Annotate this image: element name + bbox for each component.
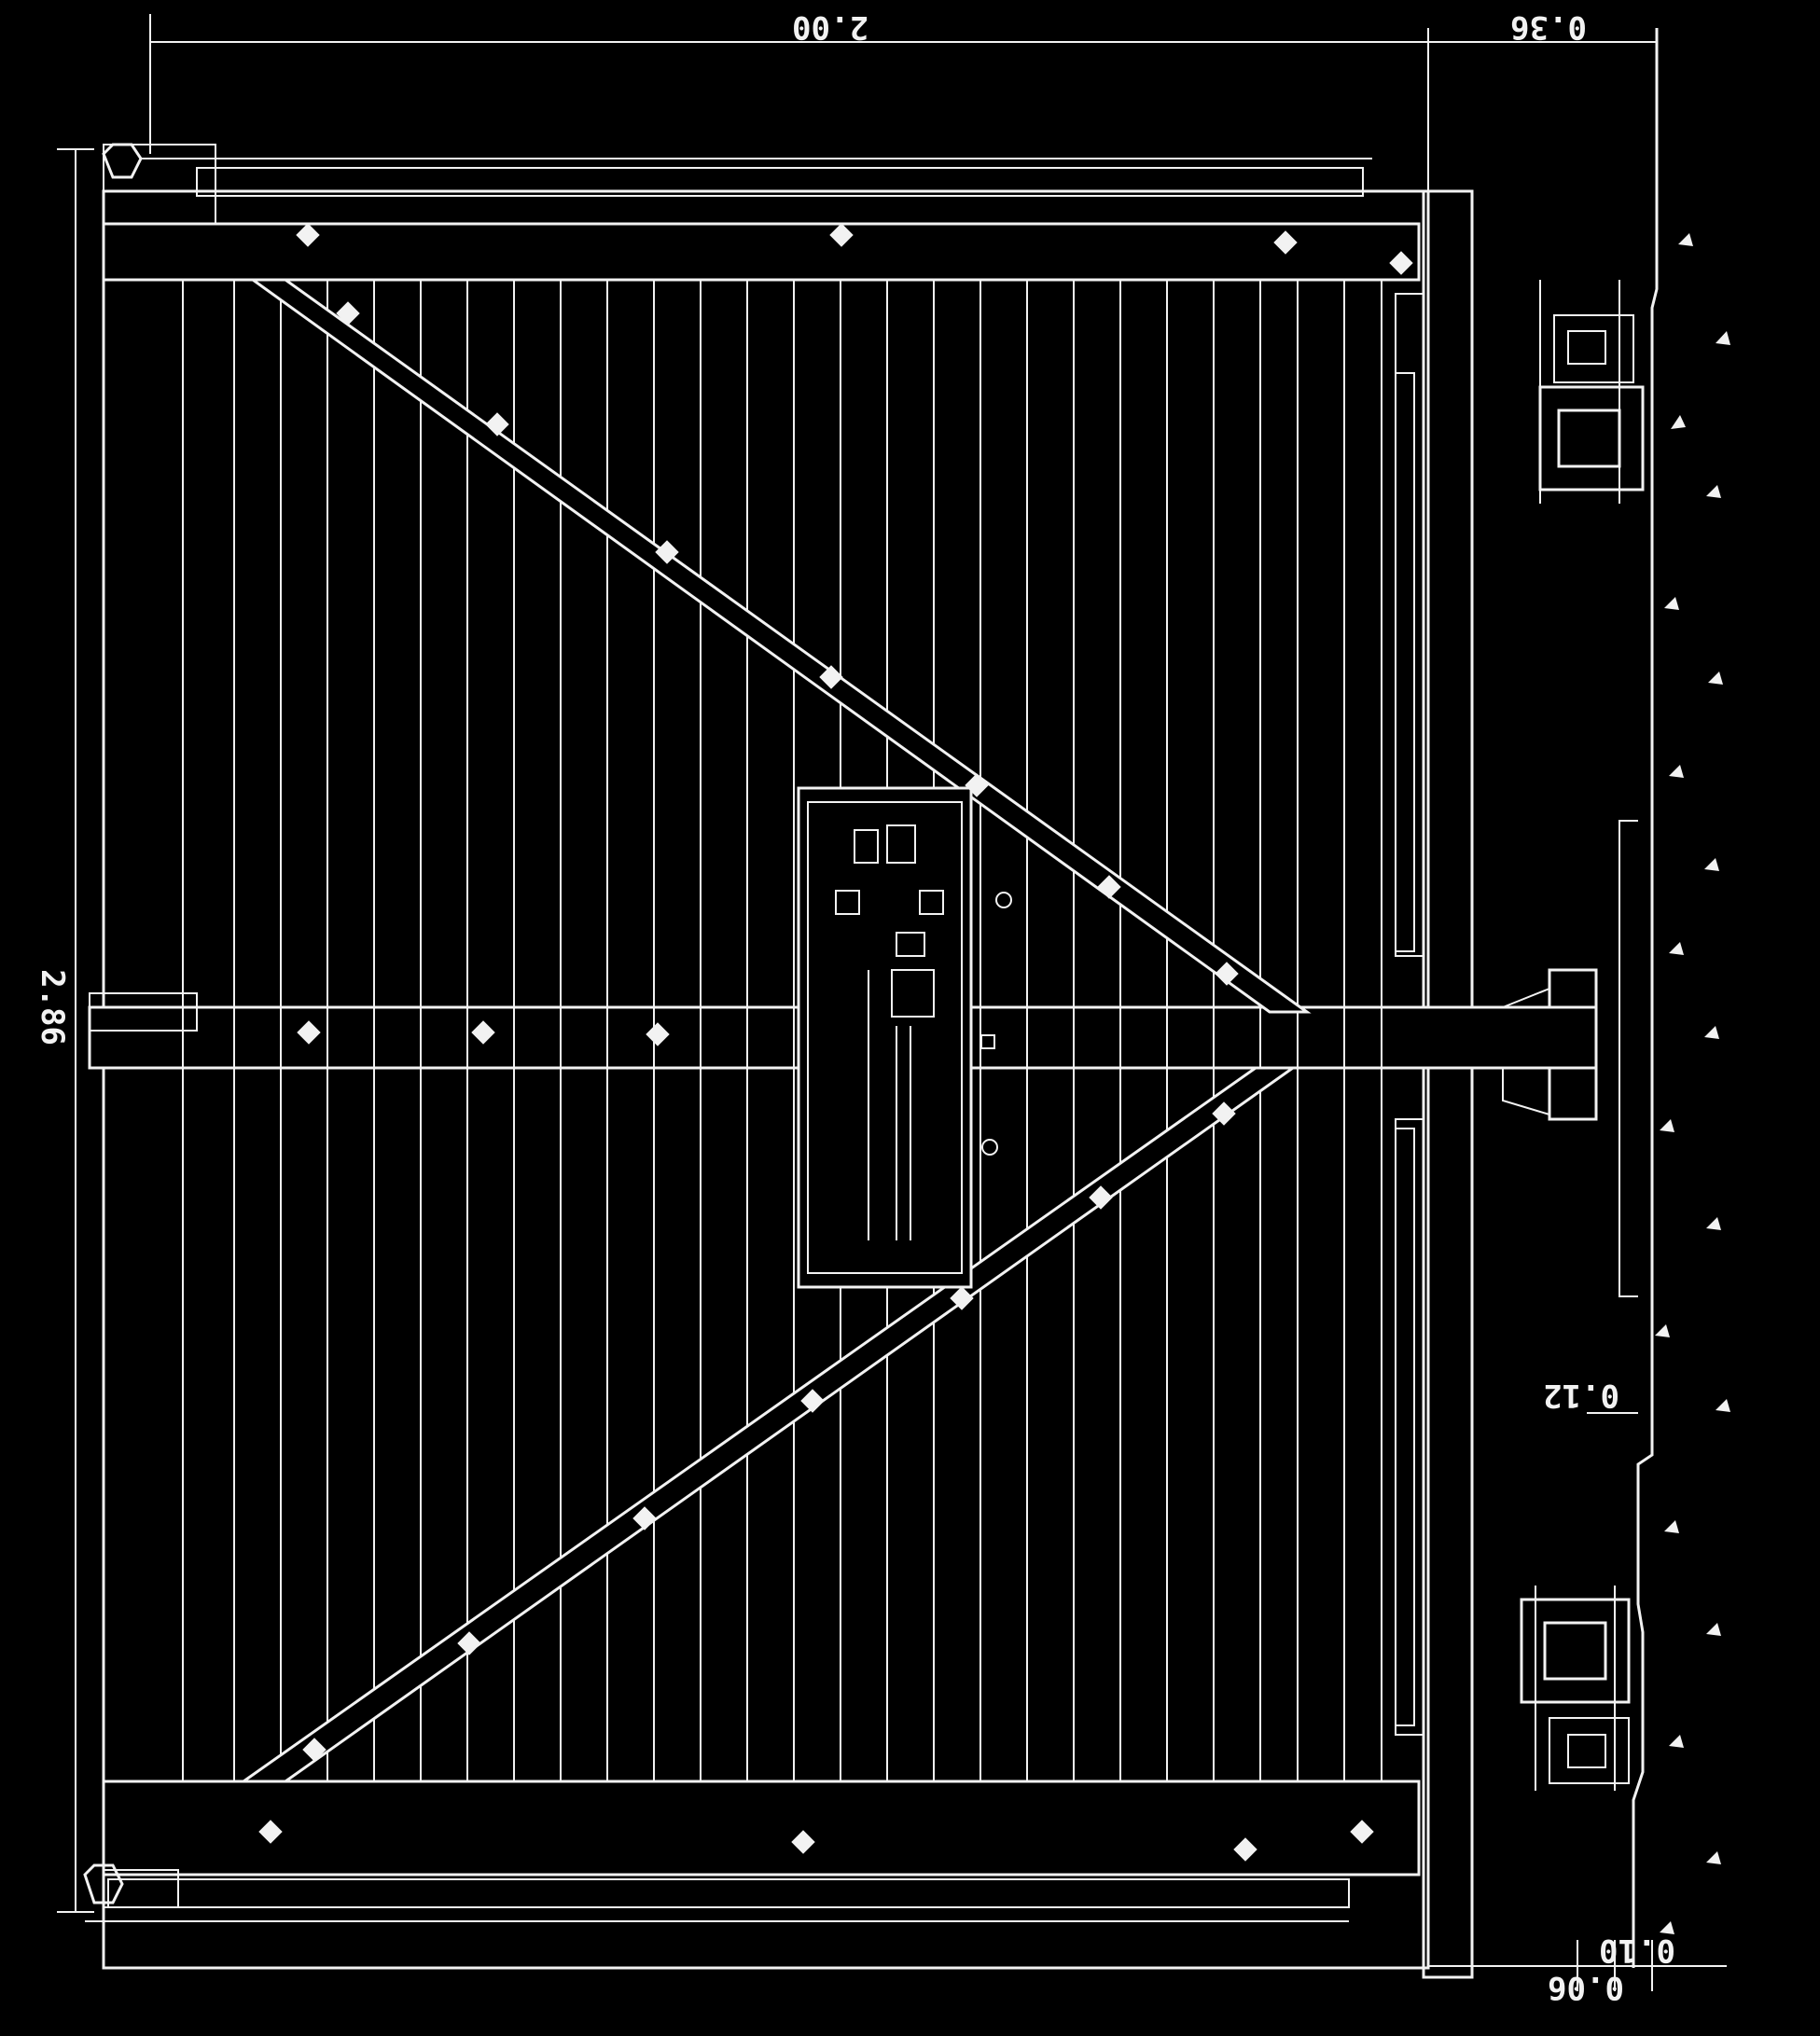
diagonal-brace-upper xyxy=(248,278,1312,1014)
dim-bottom-left: 0.06 xyxy=(1548,1969,1624,2006)
dimension-labels: 2.00 0.36 2.86 0.12 0.06 0.10 xyxy=(34,8,1675,2006)
diagonal-brace-lower xyxy=(239,1066,1298,1783)
hinge-bracket-bottom xyxy=(1520,1586,1631,1791)
control-box xyxy=(797,786,1012,1289)
gate-panel xyxy=(102,189,1430,1970)
stone-aggregate xyxy=(1655,233,1730,1934)
dimension-lines xyxy=(57,14,1727,1991)
dim-side-clearance: 0.36 xyxy=(1510,8,1587,46)
dim-gap: 0.12 xyxy=(1543,1377,1619,1414)
gate-post xyxy=(1395,189,1474,1979)
top-rail xyxy=(102,144,1421,282)
dim-overall-width: 2.00 xyxy=(792,8,868,46)
wall-edge xyxy=(1619,28,1659,1968)
dim-overall-height: 2.86 xyxy=(34,969,71,1046)
bottom-rail xyxy=(85,1780,1421,1922)
latch-pins xyxy=(83,143,143,1904)
hinge-bracket-top xyxy=(1538,280,1645,504)
dim-bottom-right: 0.10 xyxy=(1599,1932,1675,1969)
